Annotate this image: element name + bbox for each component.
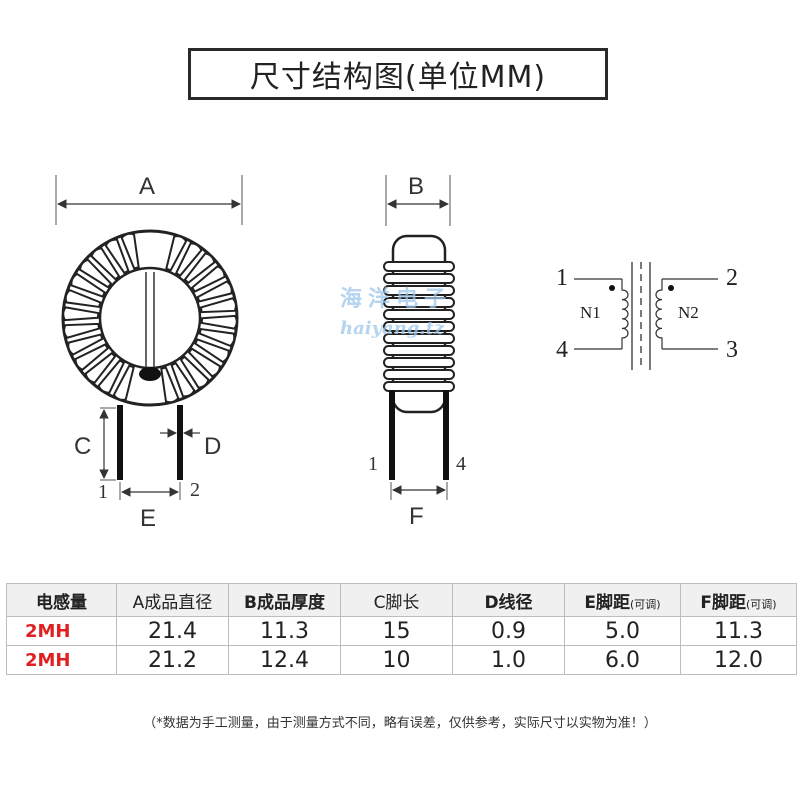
table-cell: 0.9 bbox=[452, 616, 565, 646]
front-view: A C D 1 2 E bbox=[55, 173, 243, 532]
coil-n1 bbox=[621, 279, 629, 349]
table-cell: 12.0 bbox=[680, 645, 797, 675]
table-cell: 21.2 bbox=[116, 645, 229, 675]
table-header-cell: D线径 bbox=[452, 583, 565, 617]
table-cell-model: 2MH bbox=[6, 645, 117, 675]
side-winding-turn bbox=[383, 345, 455, 356]
table-cell: 21.4 bbox=[116, 616, 229, 646]
schematic-n1: N1 bbox=[580, 303, 601, 322]
winding-turn bbox=[70, 272, 107, 298]
table-row: 2MH 21.4 11.3 15 0.9 5.0 11.3 bbox=[6, 616, 797, 646]
table-cell: 12.4 bbox=[228, 645, 341, 675]
winding-turn bbox=[112, 364, 135, 401]
watermark-cn: 海洋电子 bbox=[340, 286, 452, 312]
table-cell: 11.3 bbox=[680, 616, 797, 646]
schematic-pin-1: 1 bbox=[556, 265, 568, 291]
side-view: B 1 4 F bbox=[368, 173, 466, 530]
winding-turn bbox=[74, 343, 110, 371]
schematic-n2: N2 bbox=[678, 303, 699, 322]
side-lead-4 bbox=[443, 390, 449, 480]
dimension-drawing: A C D 1 2 E bbox=[55, 173, 738, 532]
side-winding-turn bbox=[383, 285, 455, 296]
winding-turn bbox=[78, 258, 113, 289]
side-winding-turn bbox=[383, 273, 455, 284]
winding-turn bbox=[179, 355, 210, 389]
toroid-core bbox=[61, 229, 239, 407]
table-header-cell: 电感量 bbox=[6, 583, 117, 617]
winding-turn bbox=[84, 351, 117, 384]
schematic: 1 4 2 3 N1 N2 bbox=[556, 262, 738, 370]
winding-turn bbox=[198, 327, 236, 348]
dim-c-label: C bbox=[74, 433, 91, 460]
toroid-windings bbox=[62, 232, 238, 404]
spec-table: 电感量 A成品直径 B成品厚度 C脚长 D线径 E脚距(可调) F脚距(可调) … bbox=[6, 583, 797, 675]
dim-a-label: A bbox=[139, 173, 155, 200]
winding-turn bbox=[196, 280, 233, 303]
side-winding-turn bbox=[383, 333, 455, 344]
table-header-row: 电感量 A成品直径 B成品厚度 C脚长 D线径 E脚距(可调) F脚距(可调) bbox=[6, 583, 797, 617]
winding-turn bbox=[104, 238, 130, 275]
side-winding-turn bbox=[383, 309, 455, 320]
lead-1 bbox=[117, 405, 123, 480]
winding-turn bbox=[62, 306, 100, 322]
winding-turn bbox=[200, 314, 238, 330]
watermark-en: haiyang.tz bbox=[340, 318, 445, 339]
winding-turn bbox=[67, 333, 104, 356]
table-cell: 6.0 bbox=[564, 645, 681, 675]
table-cell: 15 bbox=[340, 616, 453, 646]
table-header-cell: F脚距(可调) bbox=[680, 583, 797, 617]
side-winding-turn bbox=[383, 297, 455, 308]
table-cell-model: 2MH bbox=[6, 616, 117, 646]
table-header-cell: E脚距(可调) bbox=[564, 583, 681, 617]
winding-turn bbox=[183, 252, 216, 285]
winding-turn bbox=[165, 235, 188, 272]
table-cell: 5.0 bbox=[564, 616, 681, 646]
winding-turn bbox=[193, 338, 230, 364]
side-lead-1 bbox=[389, 390, 395, 480]
winding-turn bbox=[120, 232, 140, 270]
front-pin-1-label: 1 bbox=[98, 481, 108, 503]
side-winding-turn bbox=[383, 261, 455, 272]
table-cell: 11.3 bbox=[228, 616, 341, 646]
side-windings bbox=[383, 261, 455, 392]
schematic-pin-4: 4 bbox=[556, 337, 568, 363]
table-cell: 1.0 bbox=[452, 645, 565, 675]
front-pin-2-label: 2 bbox=[190, 479, 200, 501]
side-winding-turn bbox=[383, 369, 455, 380]
side-winding-turn bbox=[383, 321, 455, 332]
side-winding-turn bbox=[383, 381, 455, 392]
page-title: 尺寸结构图(单位MM) bbox=[188, 48, 608, 100]
coil-n2 bbox=[655, 279, 663, 349]
disclaimer-note: （*数据为手工测量，由于测量方式不同，略有误差，仅供参考，实际尺寸以实物为准！） bbox=[143, 716, 657, 731]
side-pin-4-label: 4 bbox=[456, 453, 466, 475]
schematic-pin-3: 3 bbox=[726, 337, 738, 363]
schematic-pin-2: 2 bbox=[726, 265, 738, 291]
dim-e-label: E bbox=[140, 505, 156, 532]
winding-turn bbox=[170, 361, 196, 398]
side-pin-1-label: 1 bbox=[368, 453, 378, 475]
table-header-cell: B成品厚度 bbox=[228, 583, 341, 617]
table-cell: 10 bbox=[340, 645, 453, 675]
table-row: 2MH 21.2 12.4 10 1.0 6.0 12.0 bbox=[6, 645, 797, 675]
table-header-cell: A成品直径 bbox=[116, 583, 229, 617]
dim-f-label: F bbox=[409, 503, 424, 530]
side-winding-turn bbox=[383, 357, 455, 368]
winding-turn bbox=[199, 297, 237, 314]
lead-2 bbox=[177, 405, 183, 480]
winding-turn bbox=[174, 242, 203, 277]
winding-turn bbox=[190, 265, 226, 293]
winding-turn bbox=[90, 247, 121, 281]
winding-turn bbox=[97, 359, 126, 394]
winding-turn bbox=[63, 322, 101, 339]
table-header-cell: C脚长 bbox=[340, 583, 453, 617]
dim-b-label: B bbox=[408, 173, 424, 200]
dim-d-label: D bbox=[204, 433, 221, 460]
winding-turn bbox=[187, 347, 222, 378]
winding-turn bbox=[64, 288, 102, 309]
winding-turn bbox=[160, 366, 180, 404]
